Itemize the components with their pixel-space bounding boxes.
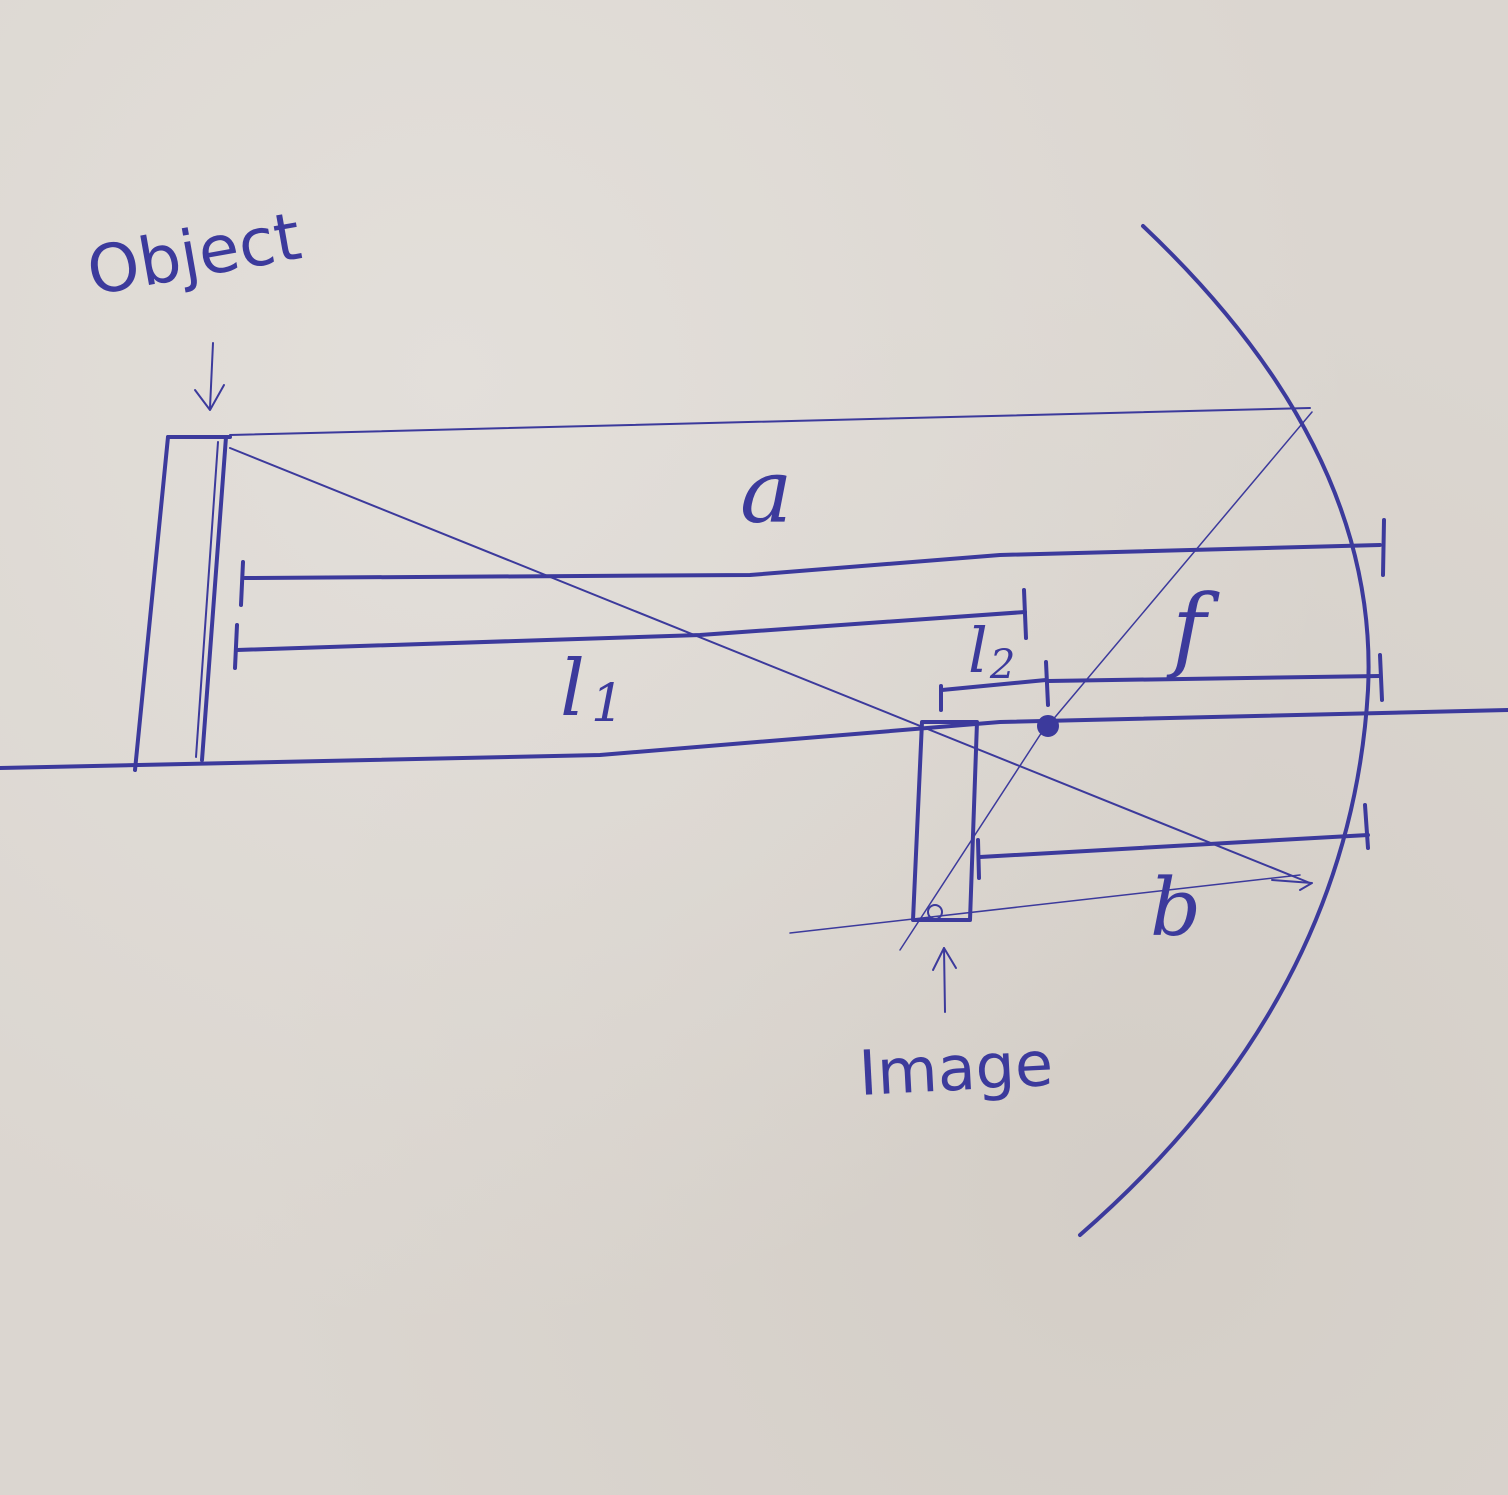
label-l2-letter: l xyxy=(968,614,988,687)
label-l1-letter: l xyxy=(560,644,585,734)
object-arrow xyxy=(194,342,225,411)
dimension-b xyxy=(976,803,1370,880)
parallel-ray xyxy=(229,407,1311,436)
label-f: f xyxy=(1166,575,1220,682)
focal-point xyxy=(1037,715,1059,737)
label-b: b xyxy=(1150,861,1201,954)
label-a: a xyxy=(740,440,792,543)
image-label: Image xyxy=(857,1027,1055,1110)
label-l1-subscript: 1 xyxy=(591,674,624,734)
dimension-l1 xyxy=(233,588,1028,670)
dimension-f xyxy=(1046,653,1384,702)
object-rectangle xyxy=(133,435,232,772)
label-l2: l2 xyxy=(968,614,1015,688)
optical-axis xyxy=(0,708,1508,770)
concave-mirror xyxy=(1078,224,1371,1237)
reflected-ray xyxy=(789,874,1301,934)
label-l2-subscript: 2 xyxy=(989,642,1015,688)
image-rectangle xyxy=(911,720,979,922)
object-label: Object xyxy=(81,198,306,311)
image-arrow xyxy=(932,947,957,1013)
center-ray xyxy=(229,447,1311,884)
dimension-a xyxy=(239,518,1386,607)
reflected-focal-ray xyxy=(899,411,1313,951)
dimension-l2 xyxy=(939,660,1050,712)
